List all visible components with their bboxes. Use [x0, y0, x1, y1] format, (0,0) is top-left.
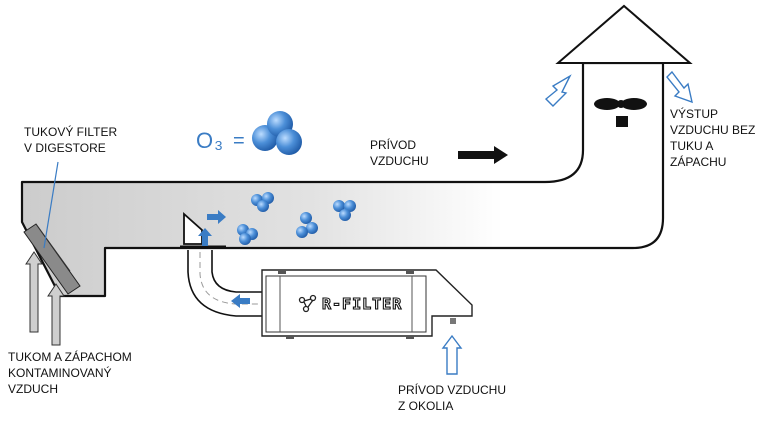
- ozone-formula: O₃: [196, 128, 225, 153]
- r-filter-unit: [261, 269, 473, 339]
- r-filter-brand: R-FILTER: [322, 295, 402, 313]
- label-air-supply: PRÍVOD VZDUCHU: [370, 138, 429, 168]
- ozone-injection-nozzle: [180, 211, 226, 249]
- label-exhaust: VÝSTUP VZDUCHU BEZ TUKU A ZÁPACHU: [670, 107, 756, 169]
- ozone-molecules: [237, 192, 356, 245]
- ozone-flow-arrows: [198, 210, 250, 308]
- roof-cap: [555, 4, 693, 64]
- connecting-pipe: [187, 250, 262, 317]
- label-contaminated-air: TUKOM A ZÁPACHOM KONTAMINOVANÝ VZDUCH: [8, 350, 132, 396]
- ambient-air-arrow: [441, 334, 463, 375]
- outlet-arrows: [544, 70, 693, 107]
- grease-filter: [23, 223, 81, 295]
- ozone-equals: =: [233, 130, 245, 152]
- contaminated-air-arrows: [25, 251, 65, 346]
- ozone-symbol-molecule: [252, 111, 302, 155]
- label-grease-filter: TUKOVÝ FILTER V DIGESTORE: [24, 125, 118, 155]
- r-filter-logo-icon: [298, 294, 317, 313]
- fan-icon: [594, 98, 647, 127]
- air-flow-arrow: [458, 146, 508, 164]
- label-ambient-air: PRÍVOD VZDUCHU Z OKOLIA: [398, 383, 507, 413]
- grease-filter-pointer: [43, 161, 59, 249]
- exhaust-duct: [20, 61, 665, 298]
